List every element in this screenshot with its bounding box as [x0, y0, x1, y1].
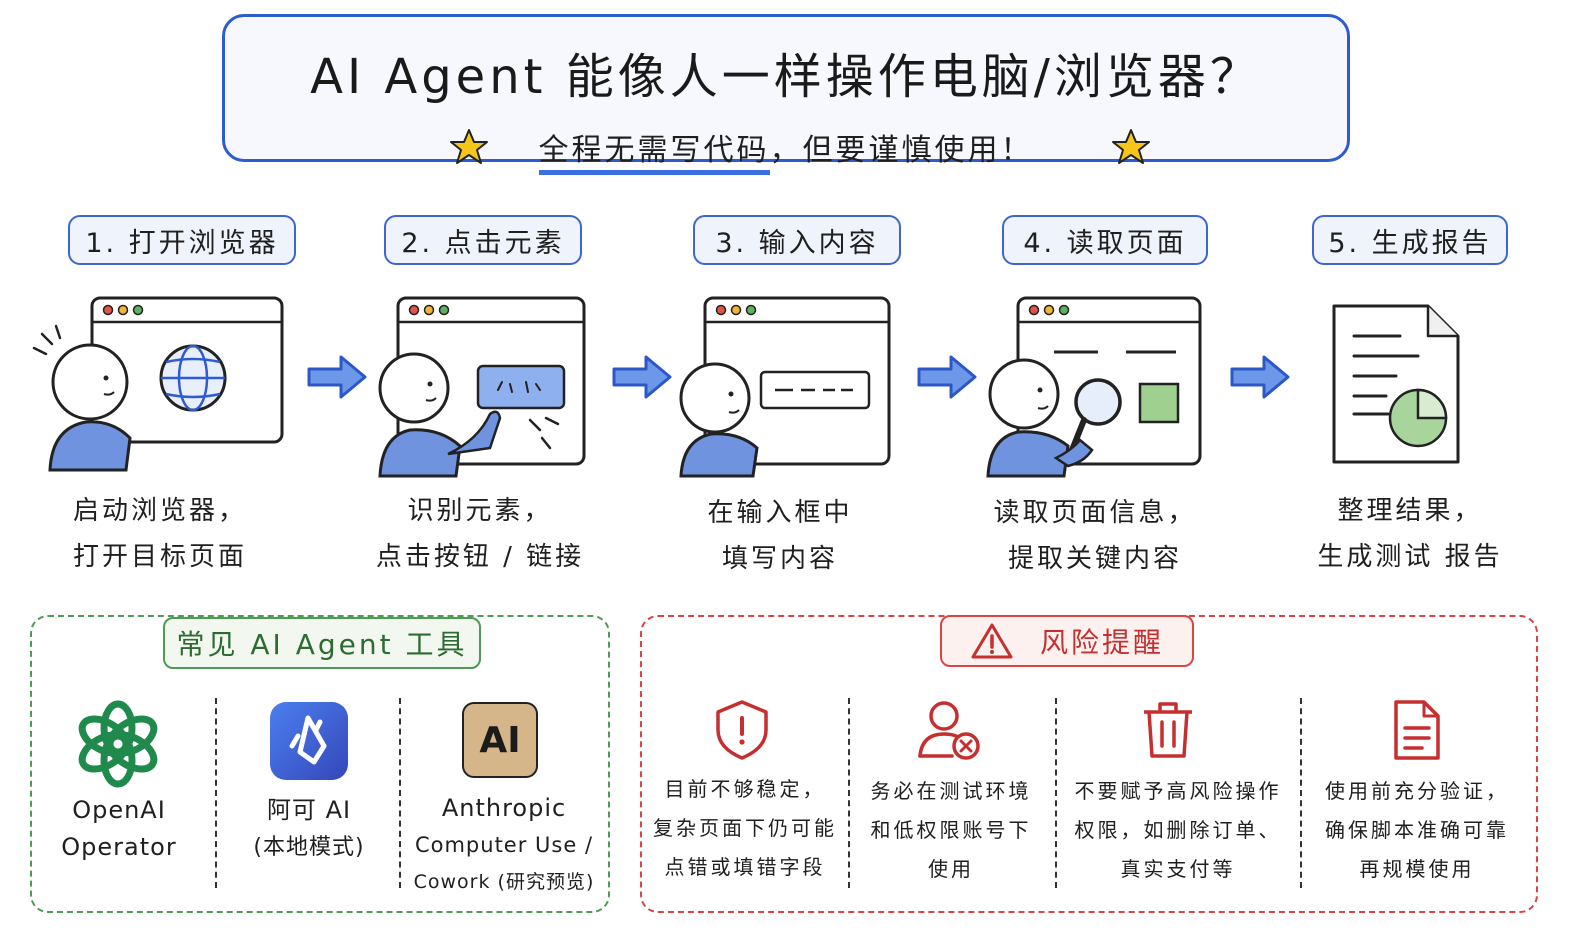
- step-1-illustration: [32, 296, 284, 472]
- openai-logo-icon: [78, 700, 158, 788]
- risk-item-3-text: 不要赋予高风险操作 权限，如删除订单、 真实支付等: [1074, 779, 1282, 881]
- page-subtitle: 全程无需写代码，但要谨慎使用！: [225, 125, 1347, 175]
- step-3-description: 在输入框中 填写内容: [707, 498, 853, 574]
- step-2-description: 识别元素， 点击按钮 / 链接: [375, 496, 585, 572]
- divider: [1300, 698, 1302, 888]
- step-1-label: 1. 打开浏览器: [68, 215, 296, 265]
- warning-icon: [971, 623, 1013, 659]
- trash-icon: [1144, 702, 1192, 758]
- document-icon: [1394, 700, 1440, 760]
- star-icon: [1112, 129, 1150, 164]
- step-2-label: 2. 点击元素: [384, 215, 582, 265]
- tool-anthropic-name: Anthropic Computer Use / Cowork (研究预览): [413, 794, 595, 893]
- step-5-illustration: [1332, 304, 1460, 464]
- title-banner: AI Agent 能像人一样操作电脑/浏览器？ 全程无需写代码，但要谨慎使用！: [222, 14, 1350, 175]
- arrow-right-icon: [917, 355, 977, 399]
- anthropic-logo-icon: AI: [462, 702, 538, 778]
- step-4-illustration: [986, 296, 1202, 478]
- step-3-illustration: [679, 296, 891, 478]
- shield-alert-icon: [716, 700, 768, 760]
- tool-openai-name: OpenAI Operator: [61, 796, 177, 861]
- risk-item-1-text: 目前不够稳定， 复杂页面下仍可能 点错或填错字段: [653, 777, 837, 879]
- risk-item-4-text: 使用前充分验证， 确保脚本准确可靠 再规模使用: [1325, 779, 1509, 881]
- star-icon: [450, 129, 488, 164]
- user-x-icon: [918, 701, 980, 760]
- local-agent-logo-icon: [270, 702, 348, 780]
- pie-chart-icon: [1388, 388, 1448, 448]
- divider: [1055, 698, 1057, 888]
- arrow-right-icon: [612, 355, 672, 399]
- tools-panel: [30, 615, 610, 913]
- divider: [399, 698, 401, 888]
- arrow-right-icon: [1230, 355, 1290, 399]
- divider: [215, 698, 217, 888]
- tools-panel-title: 常见 AI Agent 工具: [163, 617, 481, 669]
- risk-item-2-text: 务必在测试环境 和低权限账号下 使用: [870, 779, 1032, 881]
- magnifier-icon: [1069, 378, 1122, 453]
- globe-icon: [159, 344, 227, 412]
- step-4-description: 读取页面信息， 提取关键内容: [993, 498, 1197, 574]
- step-5-label: 5. 生成报告: [1312, 215, 1508, 265]
- page-title: AI Agent 能像人一样操作电脑/浏览器？: [310, 49, 1262, 105]
- subtitle-rest: ，但要谨慎使用！: [769, 133, 1034, 168]
- risk-panel-title: 风险提醒: [940, 615, 1194, 667]
- step-1-description: 启动浏览器， 打开目标页面: [72, 496, 247, 572]
- arrow-right-icon: [307, 355, 367, 399]
- subtitle-highlight: 全程无需写代码: [538, 133, 770, 175]
- step-5-description: 整理结果， 生成测试 报告: [1317, 496, 1503, 572]
- step-4-label: 4. 读取页面: [1002, 215, 1208, 265]
- tool-local-agent-name: 阿可 AI (本地模式): [253, 796, 365, 860]
- step-3-label: 3. 输入内容: [693, 215, 901, 265]
- divider: [848, 698, 850, 888]
- step-2-illustration: [378, 296, 586, 478]
